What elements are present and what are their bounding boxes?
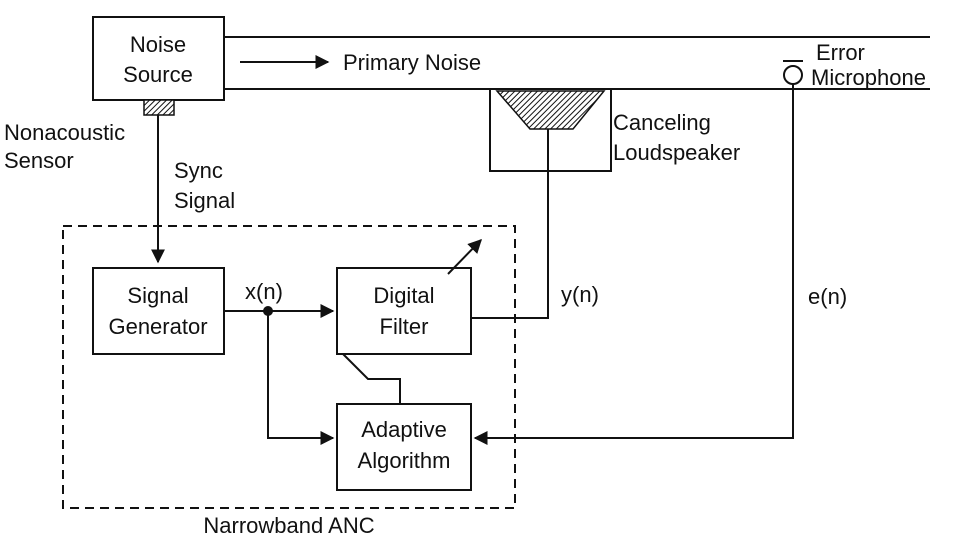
signal-generator-label-line2: Generator [108, 314, 207, 339]
x-signal-branch [267, 311, 335, 445]
e-signal-line [473, 84, 794, 445]
nonacoustic-sensor-icon [143, 99, 175, 116]
y-signal-line [471, 129, 549, 319]
canceling-loudspeaker-label-line2: Loudspeaker [613, 140, 740, 165]
sync-signal-label-line1: Sync [174, 158, 223, 183]
coefficient-update-link [342, 353, 401, 404]
digital-filter-box [336, 267, 472, 355]
adaptive-algorithm-box [336, 403, 472, 491]
nonacoustic-sensor-label-line2: Sensor [4, 148, 74, 173]
sync-signal-label-line2: Signal [174, 188, 235, 213]
digital-filter-label-line2: Filter [380, 314, 429, 339]
error-microphone-icon [783, 65, 803, 85]
adaptive-algorithm-label-line1: Adaptive [361, 417, 447, 442]
error-microphone-label-line1: Error [816, 40, 865, 65]
error-microphone-label-line2: Microphone [811, 65, 926, 90]
y-signal-label: y(n) [561, 282, 599, 307]
x-signal-label: x(n) [245, 279, 283, 304]
canceling-loudspeaker-icon [495, 90, 606, 130]
signal-generator-label-line1: Signal [127, 283, 188, 308]
adaptive-algorithm-label-line2: Algorithm [358, 448, 451, 473]
adaptation-arrow [447, 238, 482, 275]
noise-source-box [92, 16, 225, 101]
primary-noise-label: Primary Noise [343, 50, 481, 75]
narrowband-anc-label: Narrowband ANC [203, 513, 374, 538]
digital-filter-label-line1: Digital [373, 283, 434, 308]
noise-source-label-line1: Noise [130, 32, 186, 57]
narrowband-anc-boundary [62, 225, 516, 509]
noise-source-label-line2: Source [123, 62, 193, 87]
e-signal-label: e(n) [808, 284, 847, 309]
nonacoustic-sensor-label-line1: Nonacoustic [4, 120, 125, 145]
signal-generator-box [92, 267, 225, 355]
canceling-loudspeaker-label-line1: Canceling [613, 110, 711, 135]
